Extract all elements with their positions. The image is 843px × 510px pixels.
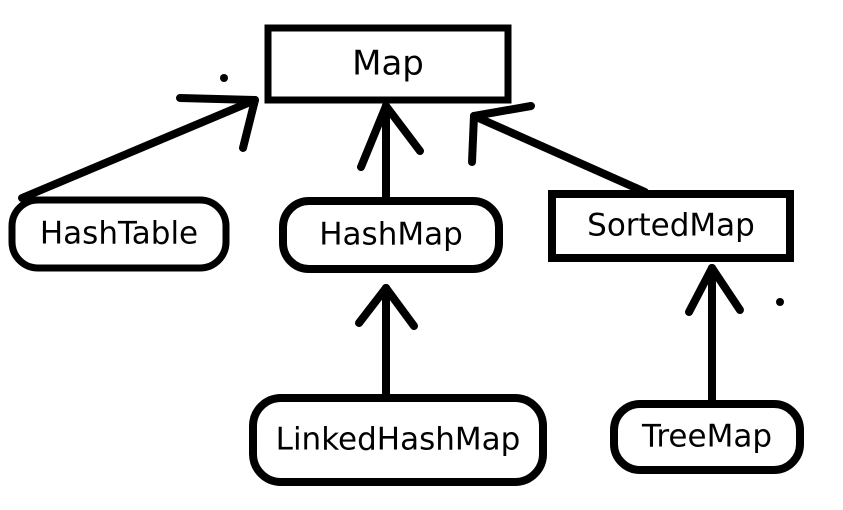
node-hashmap-shape[interactable] [279, 197, 503, 273]
node-sortedmap-shape[interactable] [548, 190, 794, 262]
edge-treemap-to-sortedmap [685, 264, 744, 408]
node-map-label: Map [352, 44, 424, 84]
edge-sortedmap-to-map [468, 102, 649, 196]
node-hashtable-shape[interactable] [8, 196, 230, 272]
arrowhead-left-sortedmap-to-map [470, 102, 535, 120]
arrowhead-left-hashmap-to-map [357, 102, 390, 171]
arrowhead-left-treemap-to-sortedmap [685, 264, 716, 316]
arrowhead-right-sortedmap-to-map [468, 112, 478, 166]
edge-hashtable-to-map [18, 94, 259, 202]
node-map[interactable]: Map [264, 24, 512, 104]
node-map-shape[interactable] [264, 24, 512, 104]
node-treemap[interactable]: TreeMap [610, 400, 804, 474]
arrowhead-right-hashmap-to-map [382, 102, 424, 155]
edge-hashmap-to-map [357, 102, 424, 203]
arrowhead-left-linkedhashmap-to-hashmap [355, 284, 390, 327]
edge-line-hashtable-to-map [18, 96, 259, 202]
node-linkedhashmap-label: LinkedHashMap [276, 422, 521, 458]
arrowhead-right-treemap-to-sortedmap [708, 264, 744, 314]
node-linkedhashmap[interactable]: LinkedHashMap [249, 394, 547, 486]
node-hashtable-label: HashTable [40, 216, 198, 252]
ink-dot-icon-right [776, 298, 784, 306]
node-sortedmap-label: SortedMap [587, 208, 755, 244]
node-linkedhashmap-shape[interactable] [249, 394, 547, 486]
node-hashmap-label: HashMap [319, 217, 463, 253]
ink-dot-icon-upper-left [220, 74, 228, 82]
edge-line-sortedmap-to-map [470, 112, 649, 196]
node-treemap-shape[interactable] [610, 400, 804, 474]
arrowhead-right-linkedhashmap-to-hashmap [382, 284, 418, 330]
node-sortedmap[interactable]: SortedMap [548, 190, 794, 262]
arrowhead-right-hashtable-to-map [239, 96, 259, 152]
edge-linkedhashmap-to-hashmap [355, 284, 418, 400]
arrowhead-left-hashtable-to-map [176, 94, 259, 104]
node-treemap-label: TreeMap [641, 419, 772, 455]
node-hashmap[interactable]: HashMap [279, 197, 503, 273]
node-hashtable[interactable]: HashTable [8, 196, 230, 272]
